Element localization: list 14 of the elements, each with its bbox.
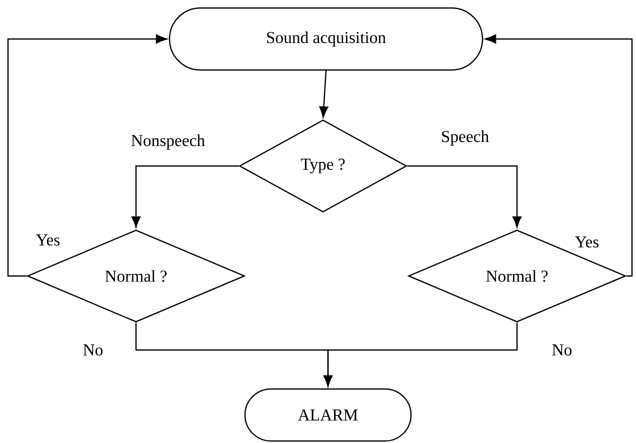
edge-label: No (550, 342, 574, 358)
terminal-box: ALARM (244, 388, 412, 442)
arrow (131, 165, 239, 228)
edge-label: Yes (34, 232, 62, 248)
edge-label: Yes (573, 234, 601, 250)
arrow (407, 165, 522, 228)
arrow (323, 322, 518, 387)
arrow (7, 34, 168, 277)
arrow (319, 70, 328, 118)
terminal-box: Sound acquisition (168, 7, 484, 71)
edge-label: No (81, 342, 105, 358)
edge-label: Speech (439, 128, 491, 148)
edge-label: Nonspeech (129, 132, 207, 152)
arrow (484, 34, 633, 277)
